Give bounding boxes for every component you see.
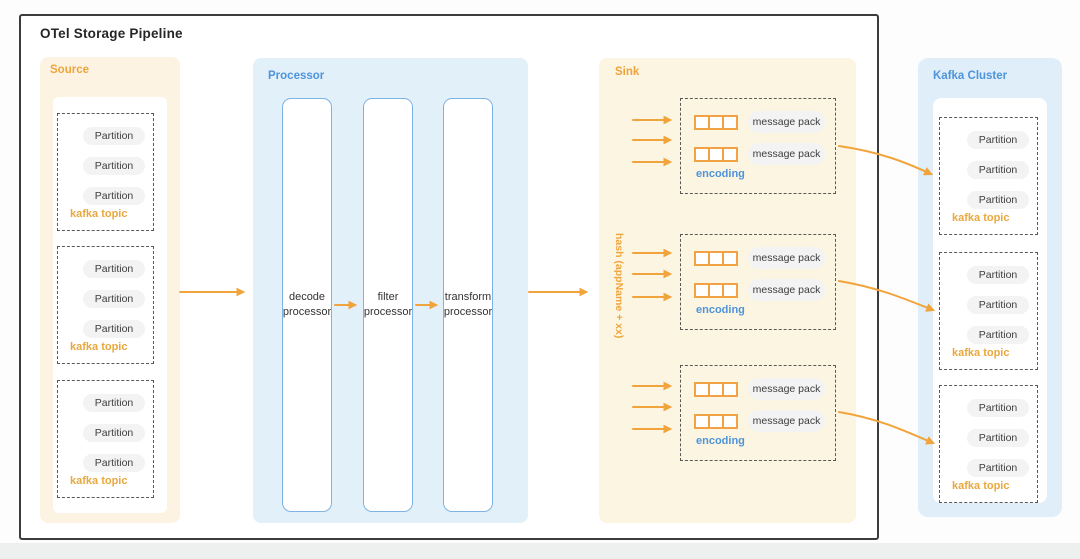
transform-processor-box: transform processor [443, 98, 493, 512]
partition-pill: Partition [967, 399, 1029, 417]
partition-pill: Partition [967, 429, 1029, 447]
cluster-kafka-topic-1: Partition Partition Partition kafka topi… [939, 117, 1038, 235]
partition-pill: Partition [83, 424, 145, 442]
buffer-cells-icon [694, 382, 738, 397]
encoding-label: encoding [696, 304, 745, 316]
buffer-cells-icon [694, 147, 738, 162]
source-kafka-topic-2: Partition Partition Partition kafka topi… [57, 246, 154, 364]
stage-line1: transform [444, 291, 492, 303]
message-pack-pill: message pack [748, 410, 825, 432]
source-kafka-topic-3: Partition Partition Partition kafka topi… [57, 380, 154, 498]
processor-section-label: Processor [268, 70, 325, 82]
source-section: Source Partition Partition Partition kaf… [40, 57, 180, 523]
partition-pill: Partition [83, 290, 145, 308]
partition-pill: Partition [967, 296, 1029, 314]
partition-pill: Partition [967, 459, 1029, 477]
partition-pill: Partition [83, 320, 145, 338]
partition-pill: Partition [83, 157, 145, 175]
buffer-cells-icon [694, 414, 738, 429]
sink-section-label: Sink [615, 66, 640, 78]
partition-pill: Partition [967, 266, 1029, 284]
kafka-cluster-section: Kafka Cluster Partition Partition Partit… [918, 58, 1062, 517]
sink-section: Sink hash (appName + xx) message pack me… [599, 58, 856, 523]
stage-line2: processor [282, 306, 332, 318]
partition-pill: Partition [967, 326, 1029, 344]
partition-pill: Partition [83, 394, 145, 412]
partition-pill: Partition [967, 161, 1029, 179]
page-title: OTel Storage Pipeline [40, 26, 183, 41]
stage-line2: processor [363, 306, 413, 318]
message-pack-pill: message pack [748, 111, 825, 133]
encoding-label: encoding [696, 435, 745, 447]
source-kafka-topic-1: Partition Partition Partition kafka topi… [57, 113, 154, 231]
partition-pill: Partition [967, 191, 1029, 209]
buffer-cells-icon [694, 283, 738, 298]
message-pack-pill: message pack [748, 247, 825, 269]
stage-line2: processor [443, 306, 493, 318]
kafka-topic-label: kafka topic [952, 480, 1010, 492]
kafka-cluster-section-label: Kafka Cluster [933, 70, 1008, 82]
hash-key-label: hash (appName + xx) [613, 233, 625, 339]
partition-pill: Partition [83, 260, 145, 278]
page-bottom-edge [0, 543, 1080, 559]
message-pack-pill: message pack [748, 378, 825, 400]
stage-line1: filter [377, 291, 399, 303]
partition-pill: Partition [83, 187, 145, 205]
sink-encoder-1: message pack message pack encoding [680, 98, 836, 194]
buffer-cells-icon [694, 115, 738, 130]
partition-pill: Partition [83, 127, 145, 145]
partition-pill: Partition [967, 131, 1029, 149]
cluster-kafka-topic-3: Partition Partition Partition kafka topi… [939, 385, 1038, 503]
encoding-label: encoding [696, 168, 745, 180]
kafka-topic-label: kafka topic [70, 208, 128, 220]
kafka-topic-label: kafka topic [952, 212, 1010, 224]
kafka-topic-label: kafka topic [952, 347, 1010, 359]
message-pack-pill: message pack [748, 143, 825, 165]
filter-processor-box: filter processor [363, 98, 413, 512]
buffer-cells-icon [694, 251, 738, 266]
kafka-topic-label: kafka topic [70, 475, 128, 487]
kafka-topic-label: kafka topic [70, 341, 128, 353]
processor-section: Processor decode processor filter proces… [253, 58, 528, 523]
sink-encoder-2: message pack message pack encoding [680, 234, 836, 330]
cluster-kafka-topic-2: Partition Partition Partition kafka topi… [939, 252, 1038, 370]
decode-processor-box: decode processor [282, 98, 332, 512]
partition-pill: Partition [83, 454, 145, 472]
message-pack-pill: message pack [748, 279, 825, 301]
stage-line1: decode [288, 291, 326, 303]
source-section-label: Source [50, 64, 89, 76]
sink-encoder-3: message pack message pack encoding [680, 365, 836, 461]
